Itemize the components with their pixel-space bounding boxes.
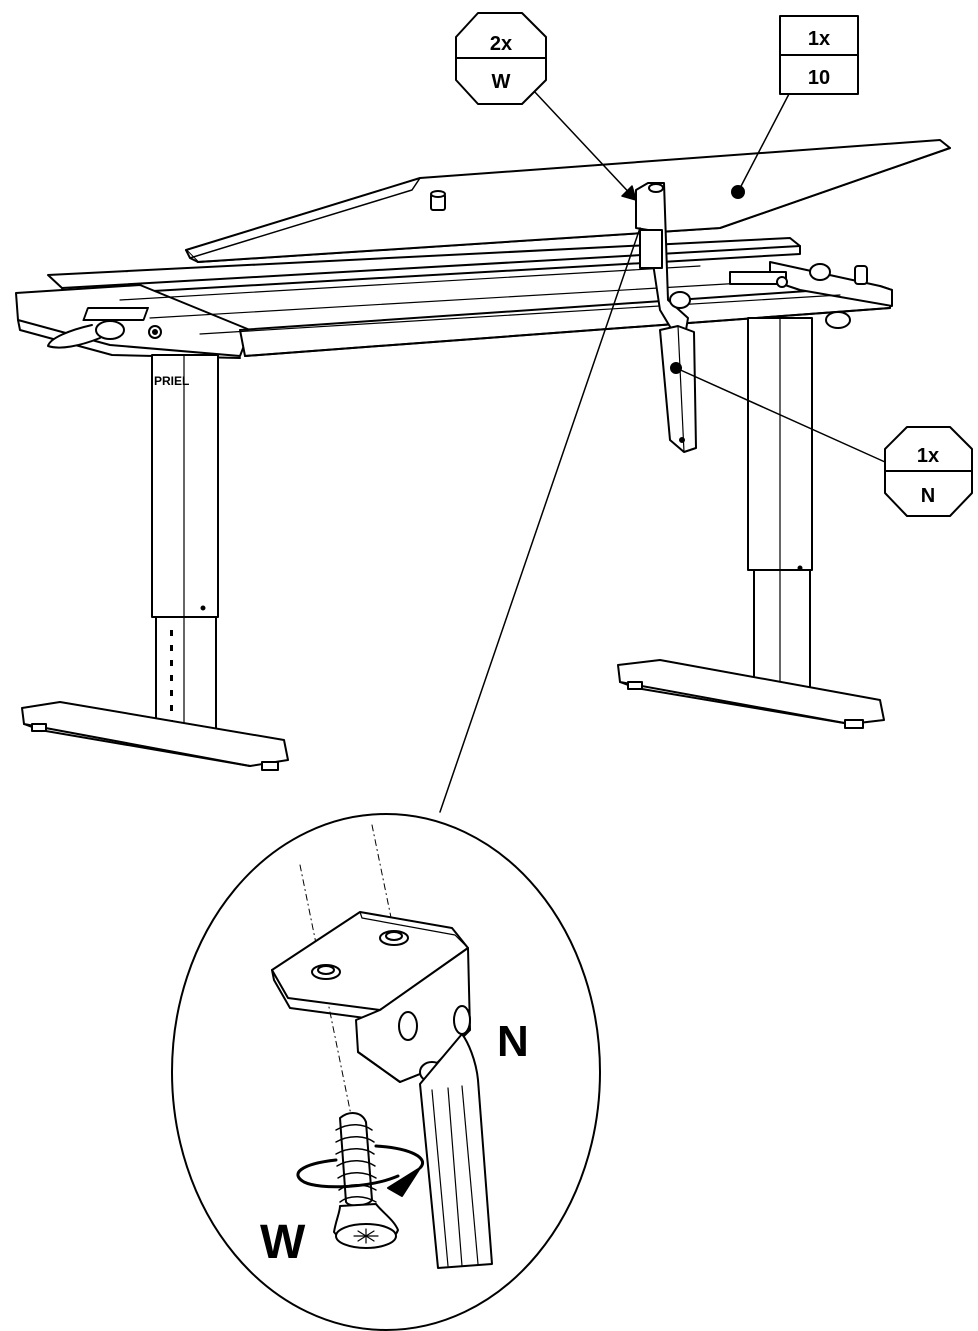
callout-w-qty: 2x xyxy=(490,33,512,55)
callout-n-qty: 1x xyxy=(917,445,939,467)
zoom-detail: N W xyxy=(171,813,601,1331)
left-leg xyxy=(21,354,289,771)
callout-2x-w: 2x W xyxy=(455,12,547,105)
desk-frame xyxy=(15,237,893,359)
callout-1x-10: 1x 10 xyxy=(779,15,859,95)
callout-10-qty: 1x xyxy=(808,28,830,50)
callout-1x-n: 1x N xyxy=(884,426,973,517)
desktop-panel xyxy=(185,139,951,263)
zoom-label-w: W xyxy=(260,1216,306,1269)
callout-n-part: N xyxy=(921,485,935,507)
callout-10-part: 10 xyxy=(808,67,830,89)
callout-w-part: W xyxy=(492,71,511,93)
zoom-bracket-plate xyxy=(271,911,471,1083)
leader-lines xyxy=(439,89,886,813)
bracket-n-part xyxy=(659,325,697,453)
bracket-n-mounted xyxy=(635,182,691,331)
zoom-label-n: N xyxy=(497,1017,529,1066)
zoom-bracket-arm xyxy=(419,1033,493,1269)
zoom-screw-w xyxy=(333,1112,399,1249)
leg-brand-mark: PRIEL xyxy=(154,374,189,388)
right-leg xyxy=(617,317,885,729)
screw-head-drive-icon xyxy=(353,1228,379,1244)
rotation-arrow-icon xyxy=(296,1144,424,1197)
